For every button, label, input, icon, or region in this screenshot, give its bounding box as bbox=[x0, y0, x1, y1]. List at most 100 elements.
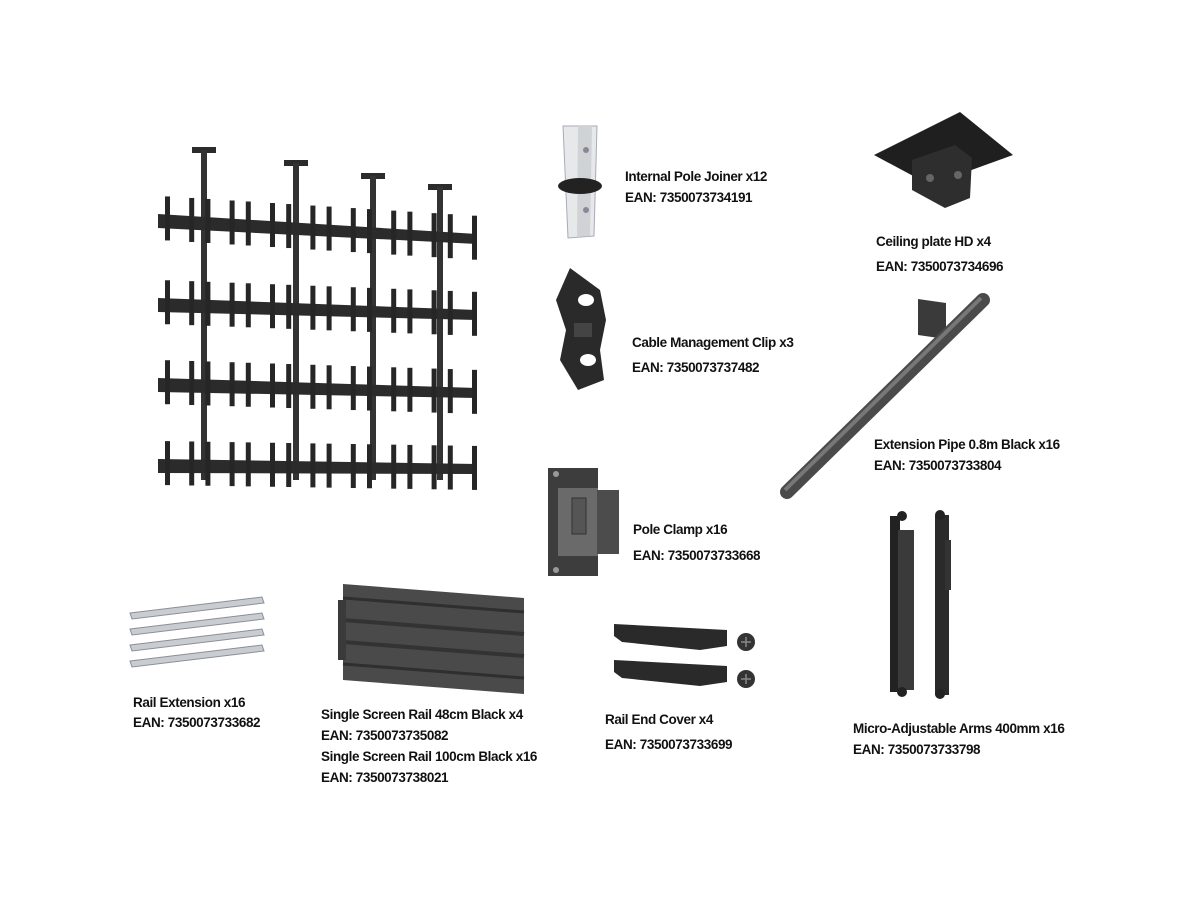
part-ean: EAN: 7350073738021 bbox=[321, 770, 449, 785]
arm-shape bbox=[326, 286, 332, 331]
arm-shape bbox=[165, 196, 170, 241]
arm-shape bbox=[326, 206, 332, 251]
rail-extension-shape bbox=[129, 644, 265, 668]
part-label-cable-management-clip: Cable Management Clip x3 EAN: 7350073737… bbox=[632, 330, 794, 380]
part-label-pole-clamp: Pole Clamp x16 EAN: 7350073733668 bbox=[633, 517, 761, 569]
arm-shape bbox=[310, 443, 316, 488]
arm-shape bbox=[189, 360, 195, 405]
arm-shape bbox=[447, 445, 453, 490]
arm-shape bbox=[286, 204, 292, 249]
arm-shape bbox=[431, 213, 437, 258]
arm-shape bbox=[407, 289, 413, 334]
arm-shape bbox=[431, 445, 437, 490]
arm-shape bbox=[447, 369, 453, 414]
arm-shape bbox=[270, 363, 275, 408]
pole-shape bbox=[293, 163, 299, 480]
arm-shape bbox=[350, 444, 356, 489]
arm-shape bbox=[286, 364, 292, 409]
arm-shape bbox=[310, 285, 316, 330]
arm-shape bbox=[447, 290, 453, 335]
arm-shape bbox=[431, 290, 437, 335]
arm-shape bbox=[367, 444, 372, 489]
ceiling-plate-image bbox=[874, 112, 1013, 339]
pole-shape bbox=[201, 150, 207, 480]
arm-shape bbox=[189, 441, 195, 486]
arm-shape bbox=[367, 287, 372, 332]
arm-shape bbox=[245, 283, 251, 328]
arm-shape bbox=[472, 445, 477, 490]
micro-adjustable-arms-image bbox=[890, 510, 951, 699]
extension-pipe-image bbox=[780, 293, 990, 499]
part-name: Rail Extension x16 bbox=[133, 695, 246, 710]
arm-shape bbox=[286, 443, 292, 488]
part-ean: EAN: 7350073735082 bbox=[321, 728, 449, 743]
arm-shape bbox=[229, 200, 235, 245]
part-label-internal-pole-joiner: Internal Pole Joiner x12 EAN: 7350073734… bbox=[625, 166, 767, 208]
part-ean: EAN: 7350073737482 bbox=[632, 360, 760, 375]
arm-shape bbox=[229, 282, 235, 327]
arm-shape bbox=[447, 214, 453, 259]
rail-extension-image bbox=[129, 596, 265, 668]
arm-shape bbox=[326, 365, 332, 410]
arm-shape bbox=[245, 362, 251, 407]
rail-shape bbox=[158, 298, 477, 320]
part-name: Single Screen Rail 100cm Black x16 bbox=[321, 749, 538, 764]
part-name: Ceiling plate HD x4 bbox=[876, 234, 991, 249]
arm-shape bbox=[407, 211, 413, 256]
single-screen-rail-image bbox=[338, 584, 525, 694]
rail-extension-shape bbox=[129, 612, 265, 636]
arm-shape bbox=[391, 288, 397, 333]
arm-shape bbox=[350, 287, 356, 332]
rail-extension-shape bbox=[129, 628, 265, 652]
part-label-micro-adjustable-arms: Micro-Adjustable Arms 400mm x16 EAN: 735… bbox=[853, 718, 1065, 760]
part-name: Extension Pipe 0.8m Black x16 bbox=[874, 437, 1060, 452]
part-name: Pole Clamp x16 bbox=[633, 522, 728, 537]
arm-shape bbox=[229, 442, 235, 487]
arm-shape bbox=[407, 367, 413, 412]
arm-shape bbox=[391, 210, 397, 255]
rail-extension-shape bbox=[129, 596, 265, 620]
part-label-ceiling-plate: Ceiling plate HD x4 EAN: 7350073734696 bbox=[876, 229, 1004, 279]
arm-shape bbox=[245, 201, 251, 246]
arm-shape bbox=[472, 215, 477, 260]
arm-shape bbox=[310, 205, 316, 250]
arm-shape bbox=[350, 208, 356, 253]
part-ean: EAN: 7350073733798 bbox=[853, 742, 981, 757]
arm-shape bbox=[367, 209, 372, 254]
arm-shape bbox=[310, 364, 316, 409]
part-name: Cable Management Clip x3 bbox=[632, 335, 794, 350]
arm-shape bbox=[165, 360, 170, 405]
arm-shape bbox=[326, 443, 332, 488]
arm-shape bbox=[189, 281, 195, 326]
arm-shape bbox=[205, 281, 211, 326]
part-ean: EAN: 7350073733699 bbox=[605, 737, 733, 752]
arm-shape bbox=[286, 284, 292, 329]
arm-shape bbox=[165, 441, 170, 486]
arm-shape bbox=[431, 368, 437, 413]
part-ean: EAN: 7350073733682 bbox=[133, 715, 261, 730]
arm-shape bbox=[407, 444, 413, 489]
internal-pole-joiner-image bbox=[558, 125, 602, 239]
rail-end-cover-image bbox=[614, 624, 755, 688]
cable-management-clip-image bbox=[556, 268, 606, 390]
part-ean: EAN: 7350073733804 bbox=[874, 458, 1002, 473]
part-label-extension-pipe: Extension Pipe 0.8m Black x16 EAN: 73500… bbox=[874, 434, 1060, 476]
part-ean: EAN: 7350073733668 bbox=[633, 548, 761, 563]
arm-shape bbox=[270, 203, 275, 248]
arm-shape bbox=[205, 198, 211, 243]
rail-shape bbox=[158, 378, 477, 398]
arm-shape bbox=[472, 369, 477, 414]
part-label-single-screen-rail: Single Screen Rail 48cm Black x4 EAN: 73… bbox=[321, 704, 537, 788]
arm-shape bbox=[205, 361, 211, 406]
arm-shape bbox=[270, 442, 275, 487]
pole-shape bbox=[370, 176, 376, 480]
rail-shape bbox=[158, 214, 477, 244]
arm-shape bbox=[367, 366, 372, 411]
arm-shape bbox=[189, 197, 195, 242]
pole-shape bbox=[437, 187, 443, 480]
part-ean: EAN: 7350073734191 bbox=[625, 190, 753, 205]
arm-shape bbox=[245, 442, 251, 487]
rail-shape bbox=[158, 459, 477, 474]
arm-shape bbox=[391, 444, 397, 489]
